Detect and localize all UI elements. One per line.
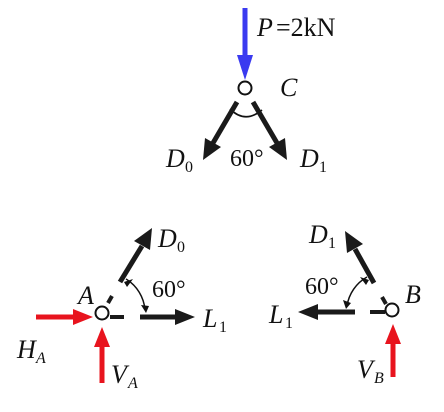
node-b-l1-arrow [298, 304, 385, 320]
node-b-vb-label: V [357, 355, 376, 384]
node-c-d0-subscript: 0 [185, 159, 193, 176]
node-c-joint [237, 80, 253, 96]
node-c-d1-label: D [299, 144, 319, 173]
node-b-l1-label: L [268, 300, 283, 329]
node-c-label: C [280, 73, 298, 102]
node-b-diagram: D 1 60° B L 1 V B [268, 220, 421, 387]
node-b-vb-subscript: B [374, 370, 384, 387]
node-b-angle-label: 60° [305, 274, 339, 300]
node-c-d1-subscript: 1 [319, 159, 327, 176]
node-c-d1-arrow [250, 100, 287, 160]
node-a-joint [94, 305, 110, 321]
node-b-vb-arrow [385, 324, 401, 377]
load-p-symbol: P [256, 13, 273, 42]
node-b-angle-arc [343, 276, 369, 309]
node-b-d1-label: D [308, 220, 328, 249]
node-c-diagram: P =2kN C D 0 60° D 1 [165, 8, 336, 176]
node-a-ha-arrow [36, 309, 93, 325]
node-a-va-arrow [94, 327, 110, 383]
node-a-va-subscript: A [127, 375, 138, 392]
node-a-d0-subscript: 0 [177, 239, 185, 256]
node-b-label: B [405, 280, 421, 309]
node-a-d0-label: D [157, 224, 177, 253]
node-a-label: A [76, 281, 94, 310]
node-c-angle-label: 60° [230, 146, 264, 172]
load-p-arrow [237, 8, 253, 80]
node-a-ha-subscript: A [35, 350, 46, 367]
node-b-joint [384, 302, 400, 318]
node-b-d1-subscript: 1 [328, 235, 336, 252]
node-c-d0-label: D [165, 144, 185, 173]
node-a-ha-label: H [16, 335, 37, 364]
node-a-angle-arc [124, 278, 149, 313]
node-a-d0-arrow [106, 228, 152, 304]
node-a-l1-label: L [202, 304, 217, 333]
node-a-va-label: V [111, 360, 130, 389]
node-a-l1-arrow [110, 309, 195, 325]
node-a-l1-subscript: 1 [219, 319, 227, 336]
node-b-d1-arrow [345, 231, 388, 305]
load-p-value: =2kN [276, 13, 336, 42]
node-a-angle-label: 60° [152, 277, 186, 303]
node-a-diagram: D 0 60° A L 1 H A V A [16, 224, 227, 392]
node-b-l1-subscript: 1 [285, 315, 293, 332]
node-c-d0-arrow [203, 100, 240, 160]
